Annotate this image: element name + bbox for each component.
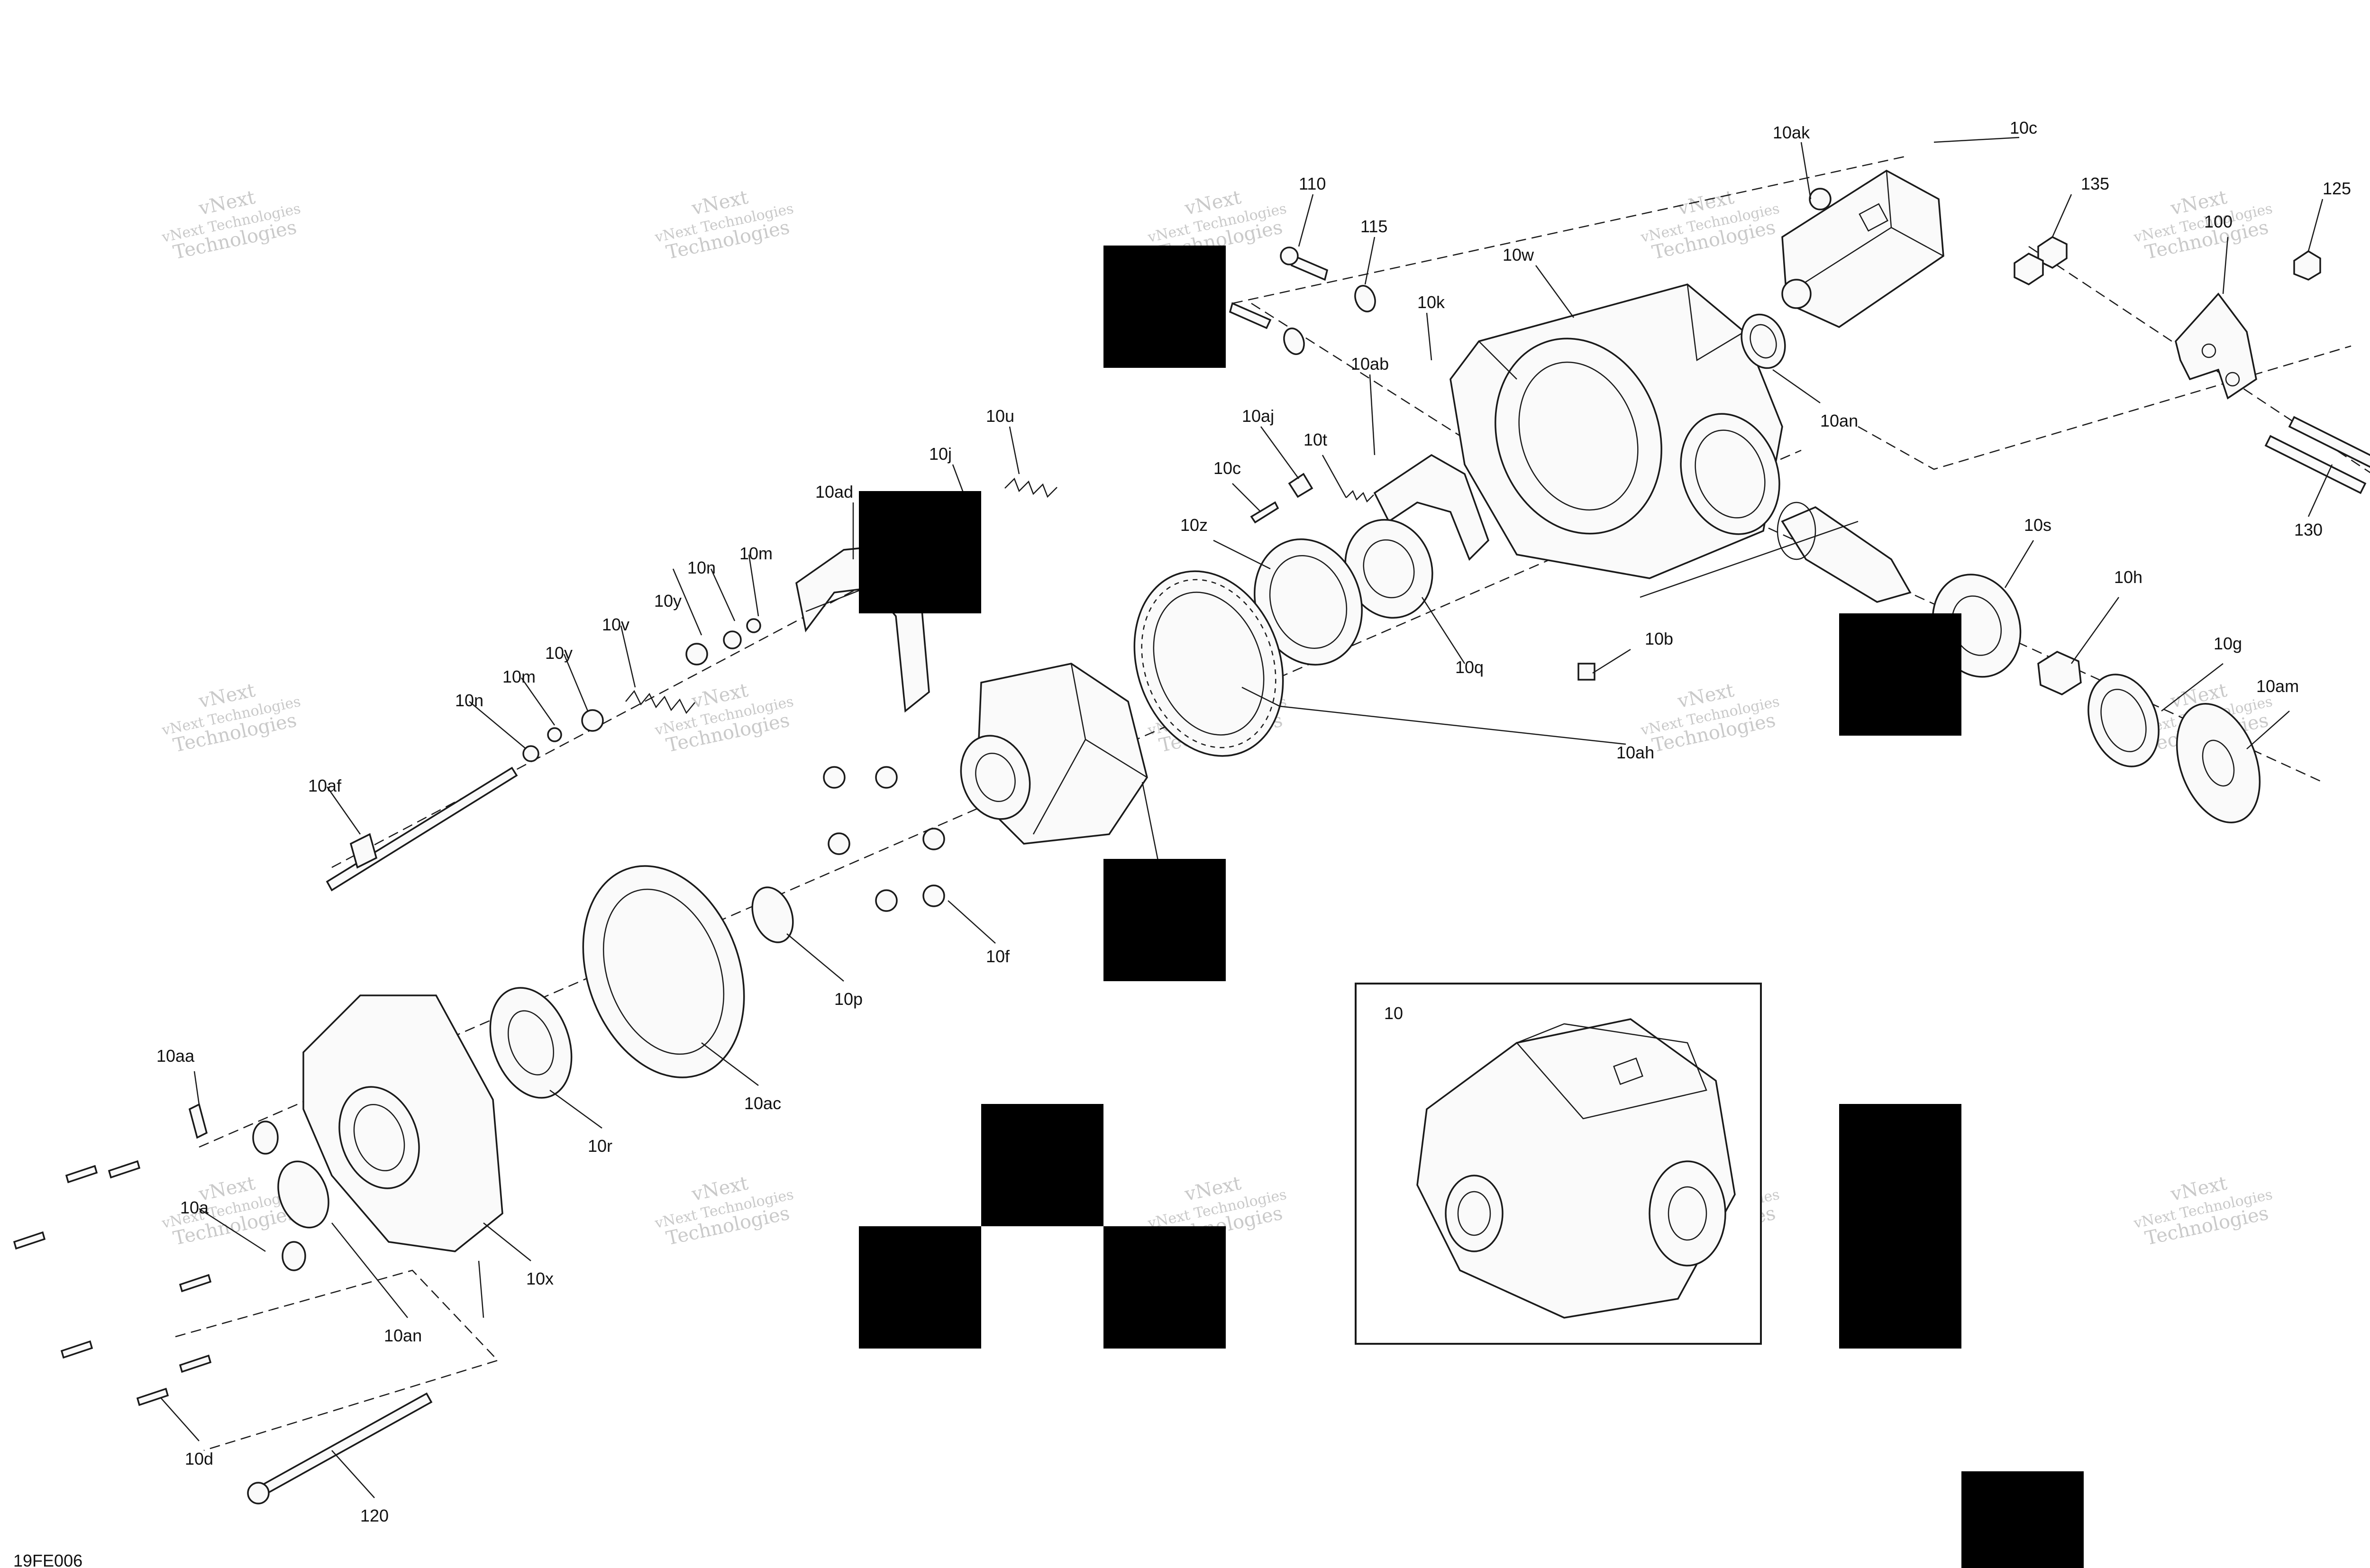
callout-label: 125 (2323, 179, 2351, 198)
hub-10ac-drawing (582, 865, 745, 1078)
callout-label: 10r (588, 1136, 612, 1156)
callout-label: 10w (1503, 245, 1534, 264)
callout-label: 135 (2081, 174, 2109, 193)
redaction-block (859, 491, 981, 613)
cover-bolt-axis (175, 1269, 499, 1451)
redaction-block (859, 1226, 981, 1349)
callout-label: 10q (1455, 657, 1484, 677)
callout-label: 100 (2204, 212, 2233, 231)
seal-top-drawing (1741, 313, 1786, 369)
selector-shaft-parts-drawing (522, 618, 761, 762)
long-bolt-120-drawing (247, 1392, 433, 1504)
upper-axis (1232, 155, 1906, 304)
callout-label: 10u (986, 406, 1014, 426)
callout-label: 10g (2214, 634, 2242, 653)
cover-10x-drawing (302, 994, 503, 1252)
main-housing-drawing (1449, 283, 1783, 579)
callout-label: 10c (1213, 458, 1241, 478)
callout-label: 120 (360, 1506, 389, 1525)
callout-label: 10af (308, 776, 342, 795)
callout-label: 10ac (744, 1094, 781, 1113)
callout-label: 10aa (156, 1046, 195, 1066)
callout-label: 110 (1299, 174, 1326, 193)
spring-10u-drawing (1004, 477, 1057, 498)
redaction-block (1839, 613, 1961, 736)
nut-10h-drawing (2037, 651, 2082, 695)
callout-label: 10f (986, 947, 1010, 966)
cover-small-parts-drawing (188, 1103, 329, 1271)
actuator-drawing (1781, 169, 1944, 328)
drain-plug-drawing (1577, 663, 1595, 681)
ring-gear-drawing (1133, 570, 1284, 757)
callout-label: 10m (739, 544, 773, 563)
differential-case-drawing (960, 663, 1148, 845)
callout-label: 10m (502, 667, 536, 686)
redaction-block (1103, 859, 1226, 981)
leader-lines (161, 137, 2333, 1498)
redaction-block (1839, 1104, 1961, 1349)
assembled-unit-inset: 10 (1355, 983, 1762, 1345)
coupler-10z-drawing (1254, 538, 1363, 666)
seal-10am-drawing (2176, 703, 2261, 823)
bracket-axis (1858, 345, 2352, 470)
callout-label: 130 (2294, 520, 2323, 539)
pinion-drawing (1777, 501, 1912, 603)
callout-labels: 10ak 10c 135 125 100 110 115 10w 10k 10a… (156, 118, 2351, 1525)
callout-label: 10c (2010, 118, 2037, 137)
callout-label: 10ah (1616, 743, 1654, 762)
redaction-block (1103, 246, 1226, 368)
callout-label: 115 (1360, 217, 1387, 236)
redaction-blocks (859, 246, 2084, 1568)
callout-label: 10z (1180, 515, 1208, 535)
long-bolts-drawing (2264, 416, 2370, 494)
callout-label: 10b (1645, 629, 1673, 648)
shift-fork-upper-drawing (1373, 454, 1490, 561)
parts-layer (13, 169, 2370, 1504)
bolts-10d-drawing (13, 1160, 212, 1406)
callout-label: 10v (602, 615, 629, 634)
callout-label: 10x (526, 1269, 554, 1288)
nuts-drawing (2014, 236, 2321, 286)
callout-label: 10p (834, 989, 863, 1009)
callout-label: 10d (185, 1449, 213, 1468)
callout-label: 10n (455, 691, 483, 710)
small-parts-upper-drawing (1250, 473, 1374, 524)
shift-rod-drawing (326, 766, 518, 892)
bolts-10f-drawing (823, 766, 945, 912)
callout-label: 10s (2024, 515, 2051, 535)
o-ring-drawing (751, 886, 794, 943)
callout-label: 10t (1304, 430, 1327, 449)
callout-label: 10y (545, 643, 573, 663)
coupler-10g-drawing (2087, 674, 2160, 767)
bearing-10r-drawing (489, 987, 573, 1099)
callout-label: 10aj (1242, 406, 1274, 426)
inset-label: 10 (1384, 1003, 1403, 1023)
callout-label: 10an (1820, 411, 1858, 430)
callout-label: 10h (2114, 567, 2142, 587)
callout-label: 10k (1417, 292, 1445, 312)
callout-label: 10ab (1351, 354, 1389, 374)
callout-label: 10am (2256, 676, 2299, 696)
redaction-block (981, 1104, 1103, 1226)
callout-label: 10an (384, 1326, 422, 1345)
bracket-drawing (2175, 292, 2257, 400)
callout-label: 10y (654, 591, 682, 611)
callout-label: 10ad (815, 482, 853, 501)
figure-id: 19FE006 (13, 1551, 82, 1568)
redaction-block (1961, 1471, 2084, 1568)
callout-label: 10ak (1773, 123, 1810, 142)
stud-washer-drawing (1229, 246, 1376, 355)
callout-label: 10n (687, 558, 716, 577)
redaction-block (1103, 1226, 1226, 1349)
assembly-axes (175, 155, 2370, 1451)
callout-label: 10a (180, 1198, 209, 1217)
callout-label: 10j (929, 444, 952, 464)
